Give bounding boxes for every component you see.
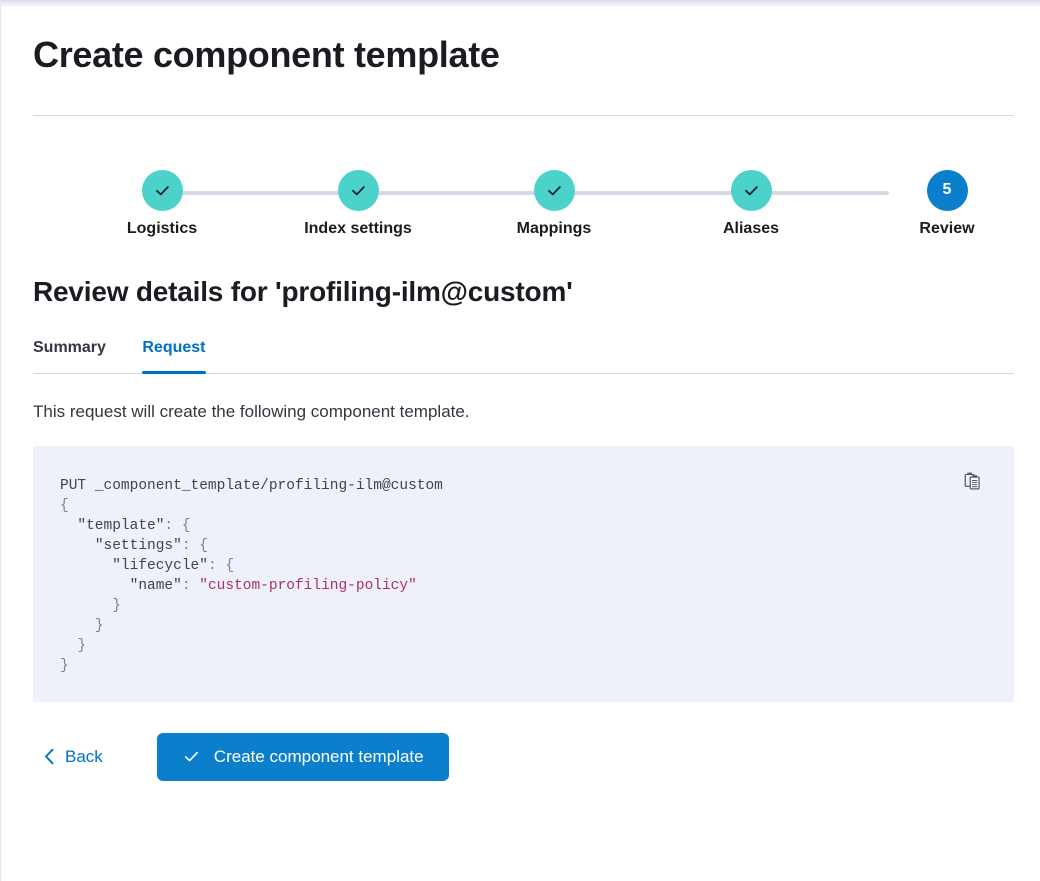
step-status-circle: [337, 169, 379, 211]
step-label: Index settings: [304, 219, 412, 237]
wizard-step-logistics[interactable]: Logistics: [62, 169, 262, 240]
wizard-step-index-settings[interactable]: Index settings: [258, 169, 458, 240]
back-button-label: Back: [65, 746, 103, 766]
check-icon: [184, 751, 198, 762]
create-button-label: Create component template: [213, 747, 424, 767]
step-status-circle: [730, 169, 772, 211]
create-component-template-button[interactable]: Create component template: [156, 732, 449, 781]
copy-clipboard-icon: [964, 472, 980, 490]
step-status-circle: 5: [926, 169, 968, 211]
wizard-step-mappings[interactable]: Mappings: [454, 169, 654, 240]
copy-to-clipboard-button[interactable]: [959, 468, 987, 496]
review-heading: Review details for 'profiling-ilm@custom…: [33, 275, 573, 307]
code-string-value: "custom-profiling-policy": [199, 577, 417, 594]
check-icon: [744, 185, 758, 195]
check-icon: [351, 185, 365, 195]
step-label: Aliases: [722, 219, 780, 237]
header-divider: [33, 114, 1014, 116]
step-label: Logistics: [126, 219, 198, 237]
chevron-left-icon: [45, 748, 54, 765]
request-code-block: PUT _component_template/profiling-ilm@cu…: [60, 477, 443, 674]
step-label: Mappings: [516, 219, 592, 237]
tab-request[interactable]: Request: [142, 338, 206, 374]
page-body: Create component template Logistics: [1, 0, 1040, 781]
review-tabs: Summary Request: [33, 338, 1014, 374]
step-connector-line: [162, 190, 889, 195]
wizard-step-aliases[interactable]: Aliases: [651, 169, 851, 240]
tab-summary[interactable]: Summary: [33, 338, 106, 373]
page-title: Create component template: [33, 34, 500, 75]
request-description: This request will create the following c…: [33, 401, 470, 421]
form-actions: Back Create component template: [33, 732, 1015, 781]
step-status-circle: [533, 169, 575, 211]
wizard-step-indicator: Logistics Index settings Mappings: [33, 169, 1014, 248]
request-code-panel: PUT _component_template/profiling-ilm@cu…: [33, 445, 1014, 702]
step-status-circle: [141, 169, 183, 211]
check-icon: [547, 185, 561, 195]
check-icon: [155, 185, 169, 195]
back-button[interactable]: Back: [33, 739, 115, 775]
step-number: 5: [942, 181, 952, 199]
wizard-step-review[interactable]: 5 Review: [847, 169, 1040, 240]
step-label: Review: [919, 219, 975, 237]
